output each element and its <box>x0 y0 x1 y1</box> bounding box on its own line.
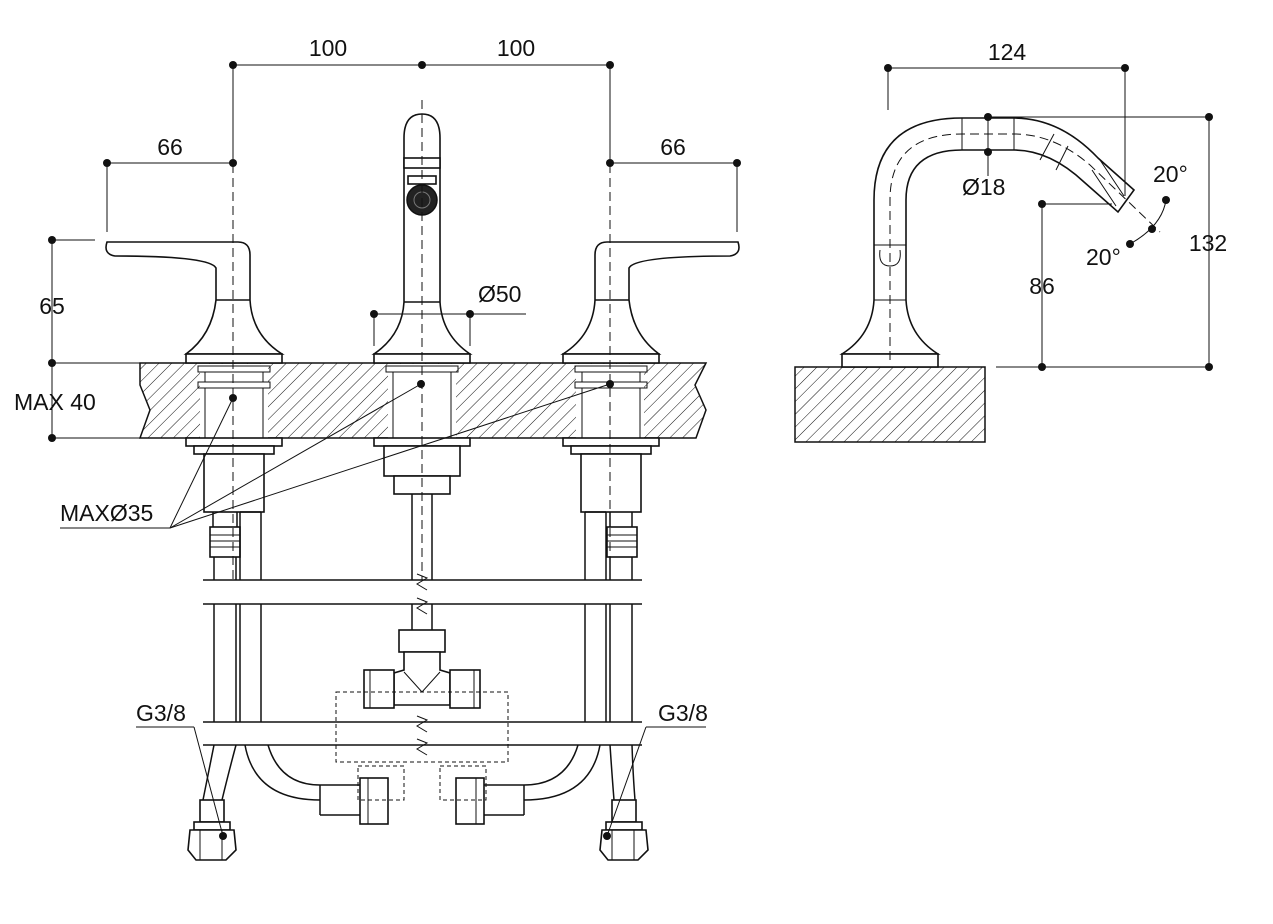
dim-handle-right-value: 66 <box>660 134 686 160</box>
dim-pipe-diameter: Ø18 <box>962 113 1005 200</box>
dim-angle-up: 20° <box>1153 161 1188 187</box>
label-connection-right-value: G3/8 <box>658 700 708 726</box>
side-view: 124 132 86 Ø18 <box>794 39 1227 443</box>
dim-height: 132 <box>988 113 1227 371</box>
dim-reach-value: 124 <box>988 39 1027 65</box>
dim-handle-left: 66 <box>103 134 237 232</box>
dim-hole-diameter: MAXØ35 <box>60 380 614 529</box>
dim-spray-angle: 20° 20° <box>1086 161 1188 270</box>
side-deck-section <box>794 366 986 443</box>
dim-handle-right: 66 <box>606 134 741 232</box>
dim-center-left: 100 <box>309 35 347 61</box>
dim-center-right: 100 <box>497 35 535 61</box>
dim-hole-diameter-value: MAXØ35 <box>60 500 153 526</box>
dim-outlet-height-value: 86 <box>1029 273 1055 299</box>
dim-height-value: 132 <box>1189 230 1227 256</box>
left-valve <box>105 241 285 861</box>
dim-outlet-height: 86 <box>1029 200 1112 371</box>
right-valve <box>560 241 740 861</box>
countertop-section <box>138 362 708 439</box>
dim-reach: 124 <box>884 39 1129 196</box>
dim-pipe-diameter-value: Ø18 <box>962 174 1005 200</box>
dim-deck-thickness: MAX 40 <box>14 389 96 415</box>
dim-centers: 100 100 <box>229 35 614 150</box>
label-connection-left: G3/8 <box>136 700 227 840</box>
dim-spout-base: Ø50 <box>370 281 526 346</box>
label-connection-left-value: G3/8 <box>136 700 186 726</box>
dim-handle-left-value: 66 <box>157 134 183 160</box>
front-view: 100 100 66 66 65 <box>14 35 741 861</box>
dim-handle-height: 65 <box>39 293 65 319</box>
label-connection-right: G3/8 <box>603 700 708 840</box>
dim-spout-base-value: Ø50 <box>478 281 521 307</box>
dim-heights: 65 MAX 40 <box>14 236 140 442</box>
dim-angle-down: 20° <box>1086 244 1121 270</box>
